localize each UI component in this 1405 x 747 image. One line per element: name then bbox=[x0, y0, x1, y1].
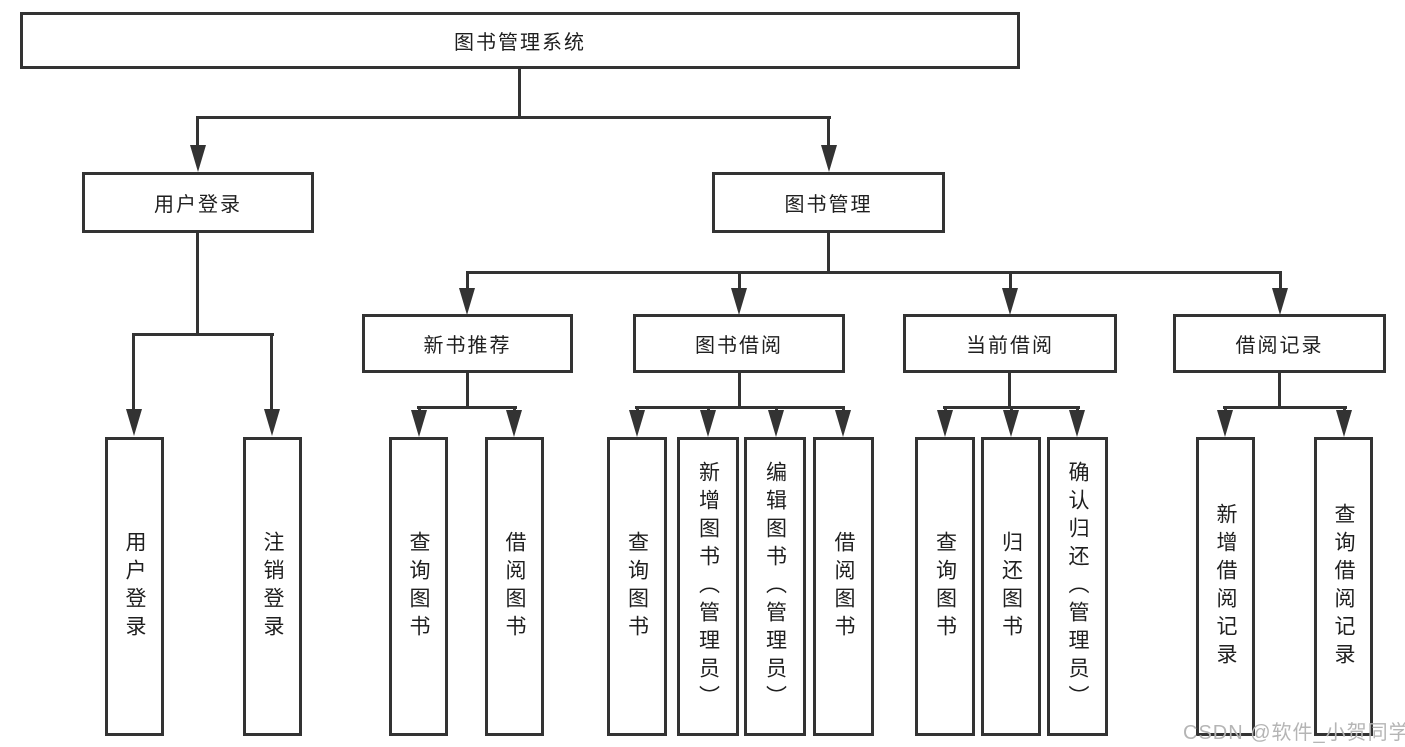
line-segment bbox=[466, 271, 1281, 274]
leaf-records-query-borrow-record: 查询借阅记录 bbox=[1314, 437, 1373, 736]
node-label: 借阅记录 bbox=[1235, 335, 1324, 357]
leaf-label: 查询图书 bbox=[933, 530, 957, 643]
arrowhead-down bbox=[700, 410, 716, 437]
line-segment bbox=[518, 68, 521, 118]
leaf-user-login: 用户登录 bbox=[105, 437, 164, 736]
node-library-management-system: 图书管理系统 bbox=[20, 12, 1020, 69]
arrowhead-down bbox=[264, 409, 280, 436]
arrowhead-down bbox=[459, 288, 475, 315]
arrowhead-down bbox=[1069, 410, 1085, 437]
arrowhead-down bbox=[1003, 410, 1019, 437]
leaf-logout-login: 注销登录 bbox=[243, 437, 302, 736]
leaf-label: 借阅图书 bbox=[503, 530, 526, 643]
leaf-label: 查询图书 bbox=[625, 530, 649, 643]
arrowhead-down bbox=[190, 145, 206, 172]
leaf-label: 查询借阅记录 bbox=[1332, 502, 1355, 671]
node-new-book-recommendation: 新书推荐 bbox=[362, 314, 573, 373]
arrowhead-down bbox=[629, 410, 645, 437]
node-book-borrowing: 图书借阅 bbox=[633, 314, 845, 373]
leaf-current-return-books: 归还图书 bbox=[981, 437, 1041, 736]
leaf-label: 注销登录 bbox=[261, 530, 284, 643]
leaf-label: 查询图书 bbox=[407, 530, 430, 643]
leaf-current-query-books: 查询图书 bbox=[915, 437, 975, 736]
line-segment bbox=[738, 372, 741, 408]
node-label: 图书管理系统 bbox=[454, 32, 586, 54]
arrowhead-down bbox=[506, 410, 522, 437]
line-segment bbox=[270, 333, 273, 412]
line-segment bbox=[466, 271, 469, 291]
leaf-borrowing-query-books: 查询图书 bbox=[607, 437, 667, 736]
arrowhead-down bbox=[1002, 288, 1018, 315]
leaf-label: 借阅图书 bbox=[832, 530, 855, 643]
node-label: 新书推荐 bbox=[423, 335, 512, 357]
line-segment bbox=[1009, 271, 1012, 291]
node-user-login: 用户登录 bbox=[82, 172, 314, 233]
node-current-borrowing: 当前借阅 bbox=[903, 314, 1117, 373]
leaf-borrowing-borrow-books: 借阅图书 bbox=[813, 437, 874, 736]
line-segment bbox=[1278, 372, 1281, 408]
arrowhead-down bbox=[731, 288, 747, 315]
line-segment bbox=[196, 116, 199, 149]
leaf-label: 编辑图书（管理员） bbox=[763, 460, 787, 713]
node-borrowing-records: 借阅记录 bbox=[1173, 314, 1386, 373]
leaf-current-confirm-return-admin: 确认归还（管理员） bbox=[1047, 437, 1108, 736]
line-segment bbox=[1279, 271, 1282, 291]
arrowhead-down bbox=[835, 410, 851, 437]
leaf-label: 确认归还（管理员） bbox=[1066, 460, 1089, 713]
line-segment bbox=[1223, 406, 1347, 409]
leaf-borrowing-add-books-admin: 新增图书（管理员） bbox=[677, 437, 739, 736]
line-segment bbox=[196, 232, 199, 335]
line-segment bbox=[132, 333, 274, 336]
line-segment bbox=[635, 406, 845, 409]
leaf-label: 归还图书 bbox=[999, 530, 1023, 643]
leaf-label: 用户登录 bbox=[123, 530, 146, 643]
line-segment bbox=[197, 116, 831, 119]
line-segment bbox=[417, 406, 517, 409]
leaf-borrowing-edit-books-admin: 编辑图书（管理员） bbox=[744, 437, 806, 736]
line-segment bbox=[466, 372, 469, 408]
arrowhead-down bbox=[821, 145, 837, 172]
node-label: 图书借阅 bbox=[695, 335, 783, 357]
arrowhead-down bbox=[768, 410, 784, 437]
line-segment bbox=[827, 232, 830, 273]
line-segment bbox=[738, 271, 741, 291]
arrowhead-down bbox=[1272, 288, 1288, 315]
arrowhead-down bbox=[1336, 410, 1352, 437]
leaf-label: 新增借阅记录 bbox=[1214, 502, 1237, 671]
leaf-newrec-borrow-books: 借阅图书 bbox=[485, 437, 544, 736]
line-segment bbox=[1008, 372, 1011, 408]
node-label: 用户登录 bbox=[154, 194, 242, 216]
csdn-watermark: CSDN @软件_小贺同学 bbox=[1183, 722, 1405, 744]
leaf-newrec-query-books: 查询图书 bbox=[389, 437, 448, 736]
node-book-management: 图书管理 bbox=[712, 172, 945, 233]
arrowhead-down bbox=[126, 409, 142, 436]
node-label: 当前借阅 bbox=[966, 335, 1054, 357]
leaf-label: 新增图书（管理员） bbox=[696, 460, 720, 713]
line-segment bbox=[132, 333, 135, 412]
arrowhead-down bbox=[937, 410, 953, 437]
arrowhead-down bbox=[411, 410, 427, 437]
line-segment bbox=[827, 116, 830, 149]
arrowhead-down bbox=[1217, 410, 1233, 437]
leaf-records-add-borrow-record: 新增借阅记录 bbox=[1196, 437, 1255, 736]
node-label: 图书管理 bbox=[784, 194, 873, 216]
